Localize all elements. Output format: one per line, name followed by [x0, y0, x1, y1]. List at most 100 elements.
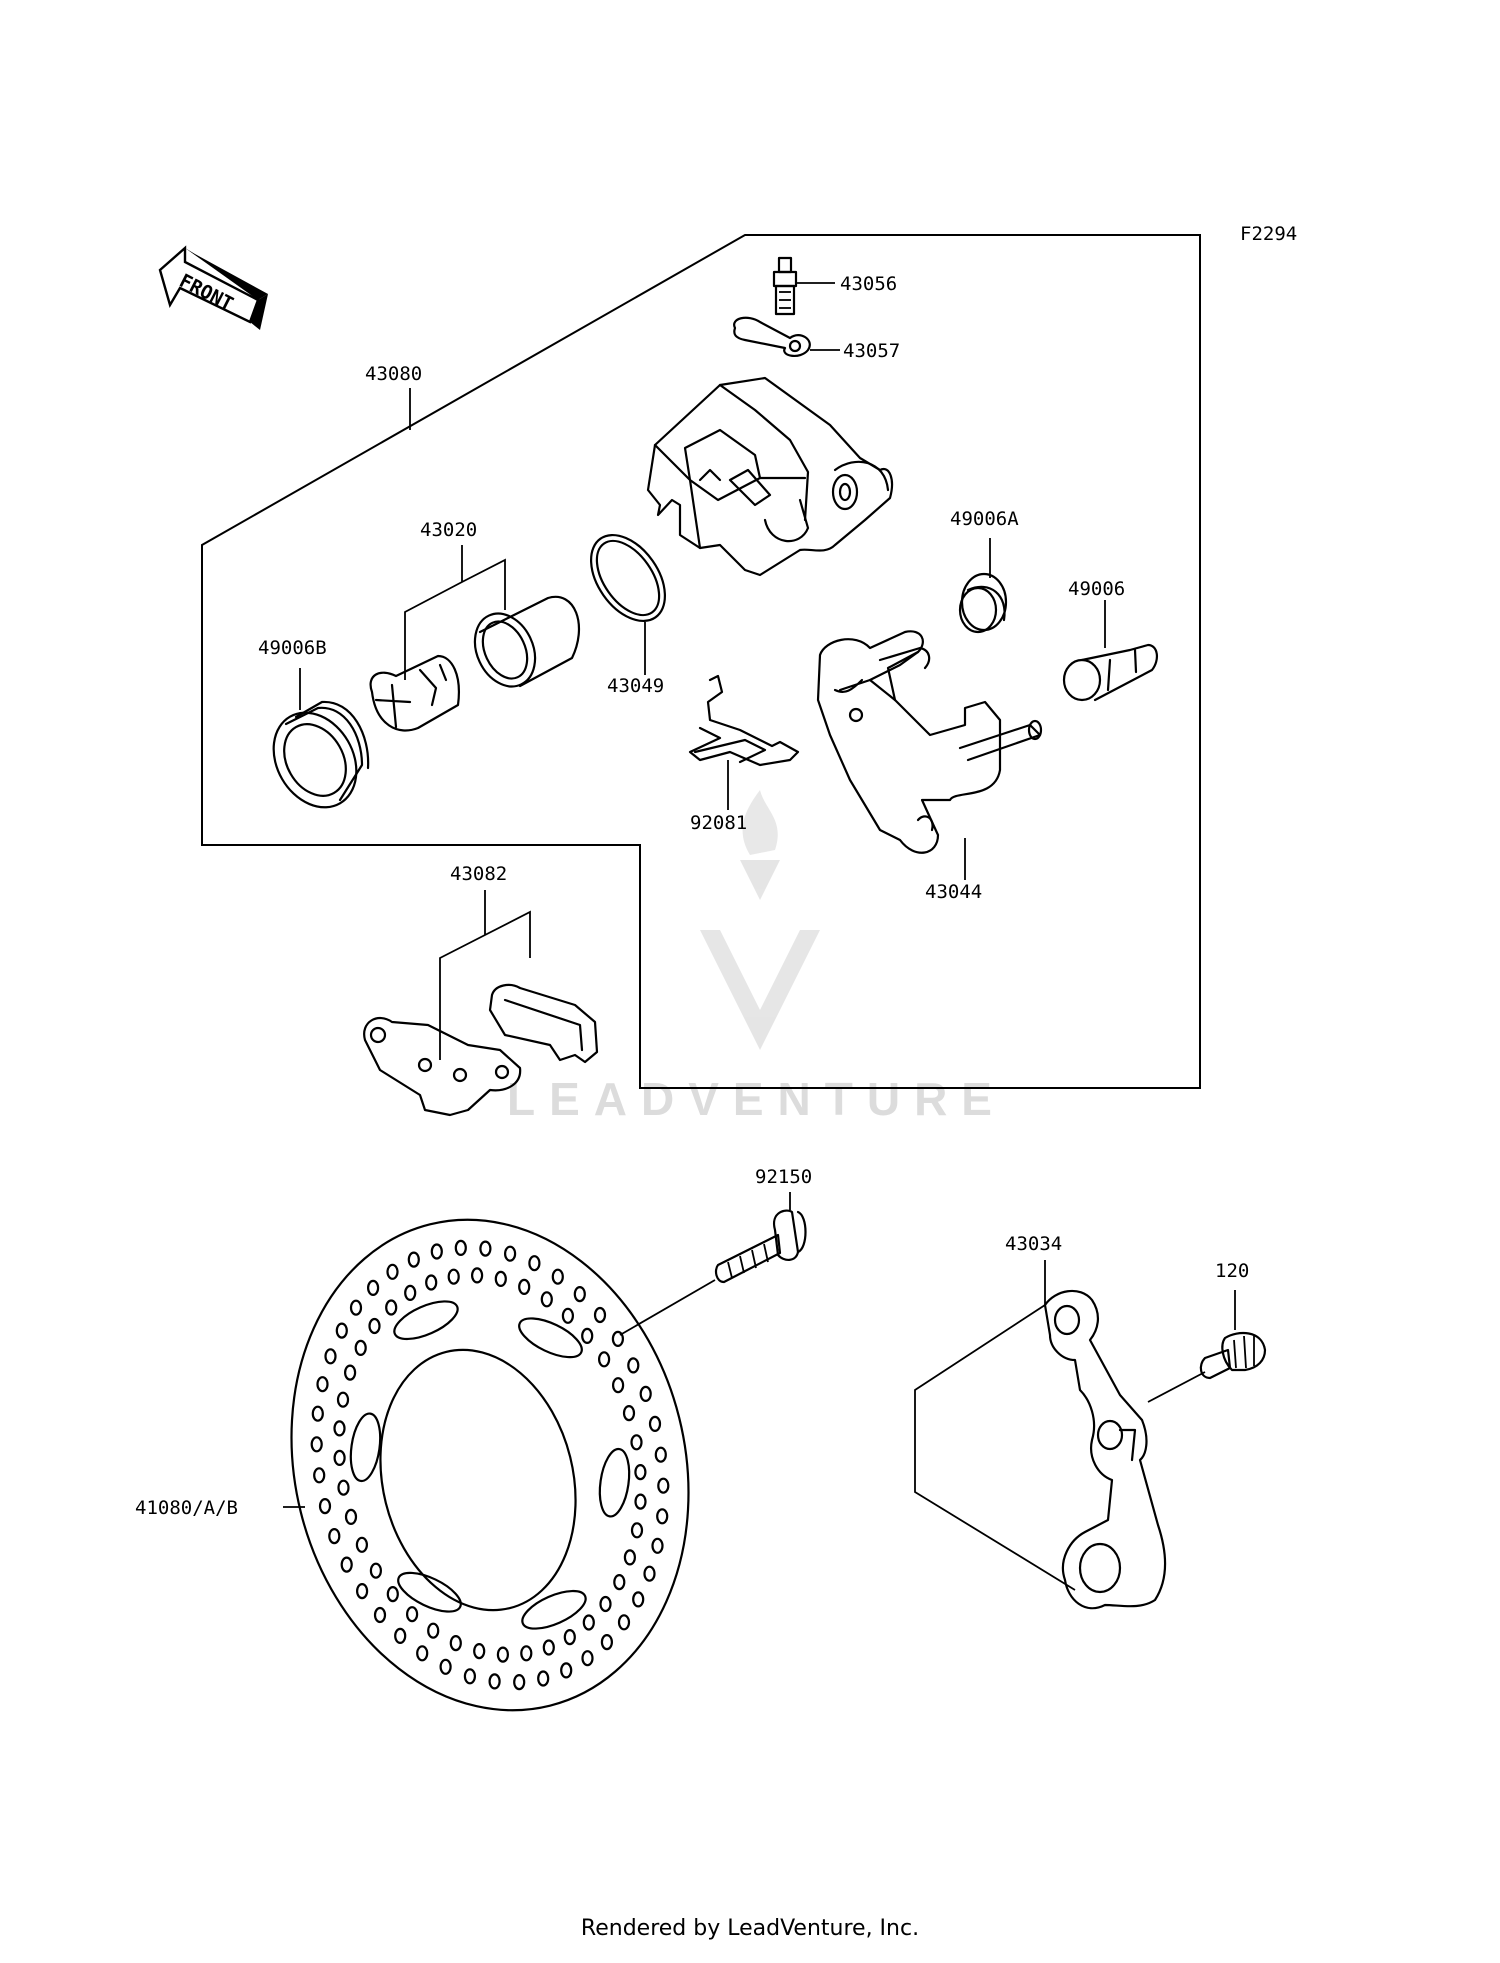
- disc-vent-hole: [551, 1268, 564, 1285]
- disc-vent-hole: [449, 1634, 462, 1652]
- disc-vent-hole: [540, 1291, 553, 1308]
- label-43056: 43056: [840, 273, 897, 295]
- disc-slot: [598, 1447, 631, 1518]
- disc-vent-hole: [416, 1645, 429, 1662]
- disc-slot: [349, 1412, 382, 1483]
- disc-vent-hole: [632, 1591, 645, 1608]
- label-43082: 43082: [450, 863, 507, 885]
- disc-vent-hole: [581, 1650, 594, 1667]
- watermark-text: LEADVENTURE: [507, 1073, 1006, 1125]
- disc-vent-hole: [373, 1606, 387, 1624]
- brake-pad-shim: [363, 1016, 522, 1117]
- disc-vent-hole: [369, 1562, 382, 1579]
- disc-vent-hole: [425, 1274, 438, 1291]
- disc-vent-hole: [611, 1330, 625, 1348]
- disc-vent-hole: [494, 1270, 507, 1288]
- disc-slot: [521, 1589, 587, 1630]
- disc-vent-hole: [310, 1436, 323, 1453]
- disc-vent-hole: [479, 1240, 492, 1257]
- disc-vent-hole: [611, 1377, 625, 1394]
- disc-vent-hole: [463, 1668, 476, 1685]
- disc-vent-hole: [573, 1285, 586, 1303]
- disc-vent-hole: [613, 1573, 626, 1591]
- disc-vent-hole: [333, 1420, 346, 1437]
- label-43044: 43044: [925, 881, 982, 903]
- disc-vent-hole: [622, 1404, 636, 1422]
- label-43057: 43057: [843, 340, 900, 362]
- caliper-bracket: [816, 630, 1043, 854]
- disc-vent-hole: [520, 1645, 533, 1662]
- disc-guard: [1043, 1289, 1167, 1610]
- disc-vent-hole: [344, 1364, 357, 1381]
- disc-vent-hole: [427, 1622, 440, 1639]
- disc-vent-hole: [439, 1658, 452, 1675]
- guard-bolt: [1199, 1331, 1267, 1380]
- disc-vent-hole: [599, 1595, 612, 1613]
- disc-vent-hole: [597, 1351, 611, 1368]
- label-43034: 43034: [1005, 1233, 1062, 1255]
- label-41080: 41080/A/B: [135, 1497, 238, 1519]
- label-49006a: 49006A: [950, 508, 1019, 530]
- disc-vent-hole: [528, 1255, 541, 1272]
- label-92150: 92150: [755, 1166, 812, 1188]
- disc-vent-hole: [504, 1245, 517, 1262]
- disc-vent-hole: [654, 1446, 667, 1463]
- disc-vent-hole: [386, 1585, 399, 1603]
- pin-bolt: [1062, 643, 1158, 702]
- disc-vent-hole: [333, 1449, 346, 1467]
- disc-vent-hole: [563, 1628, 576, 1646]
- disc-vent-hole: [311, 1405, 324, 1422]
- disc-vent-hole: [407, 1251, 420, 1268]
- disc-vent-hole: [582, 1614, 595, 1631]
- disc-vent-hole: [617, 1614, 631, 1631]
- disc-bolt: [714, 1209, 807, 1284]
- disc-vent-hole: [394, 1627, 407, 1645]
- piston-seal: [589, 533, 667, 623]
- label-43020: 43020: [420, 519, 477, 541]
- disc-vent-hole: [537, 1670, 550, 1687]
- label-120: 120: [1215, 1260, 1249, 1282]
- disc-vent-hole: [406, 1606, 419, 1623]
- disc-slot: [518, 1317, 583, 1359]
- disc-vent-hole: [471, 1267, 484, 1284]
- bleeder-valve: [772, 256, 798, 316]
- disc-vent-hole: [318, 1497, 332, 1515]
- disc-vent-hole: [355, 1536, 368, 1553]
- disc-vent-hole: [447, 1268, 460, 1285]
- disc-vent-hole: [344, 1508, 358, 1526]
- watermark-logo: LEADVENTURE: [507, 790, 1006, 1125]
- disc-vent-hole: [651, 1537, 664, 1554]
- front-arrow-icon: FRONT: [158, 245, 268, 330]
- disc-vent-hole: [600, 1633, 614, 1651]
- bleeder-cap: [733, 316, 811, 357]
- disc-vent-hole: [328, 1527, 341, 1545]
- dust-boot: [369, 654, 460, 732]
- disc-vent-hole: [337, 1479, 350, 1496]
- disc-vent-hole: [593, 1306, 607, 1324]
- disc-vent-hole: [340, 1556, 353, 1573]
- disc-vent-hole: [542, 1639, 555, 1656]
- brake-pad: [488, 983, 599, 1064]
- label-49006: 49006: [1068, 578, 1125, 600]
- disc-vent-hole: [581, 1327, 594, 1345]
- disc-slot: [397, 1571, 462, 1613]
- disc-vent-hole: [623, 1549, 637, 1566]
- disc-vent-hole: [354, 1339, 367, 1357]
- disc-vent-hole: [630, 1522, 644, 1539]
- piston: [473, 595, 581, 688]
- disc-vent-hole: [634, 1493, 647, 1510]
- disc-vent-hole: [627, 1357, 640, 1374]
- disc-vent-hole: [368, 1317, 381, 1335]
- footer-credit: Rendered by LeadVenture, Inc.: [580, 1916, 920, 1941]
- pad-spring: [688, 674, 800, 767]
- diagram-code: F2294: [1240, 223, 1297, 245]
- label-49006b: 49006B: [258, 637, 327, 659]
- disc-vent-hole: [560, 1662, 573, 1679]
- boot-49006a: [958, 572, 1008, 634]
- caliper-body: [646, 376, 894, 577]
- disc-vent-hole: [643, 1565, 656, 1582]
- brake-disc: [290, 1218, 690, 1712]
- disc-vent-hole: [430, 1243, 443, 1260]
